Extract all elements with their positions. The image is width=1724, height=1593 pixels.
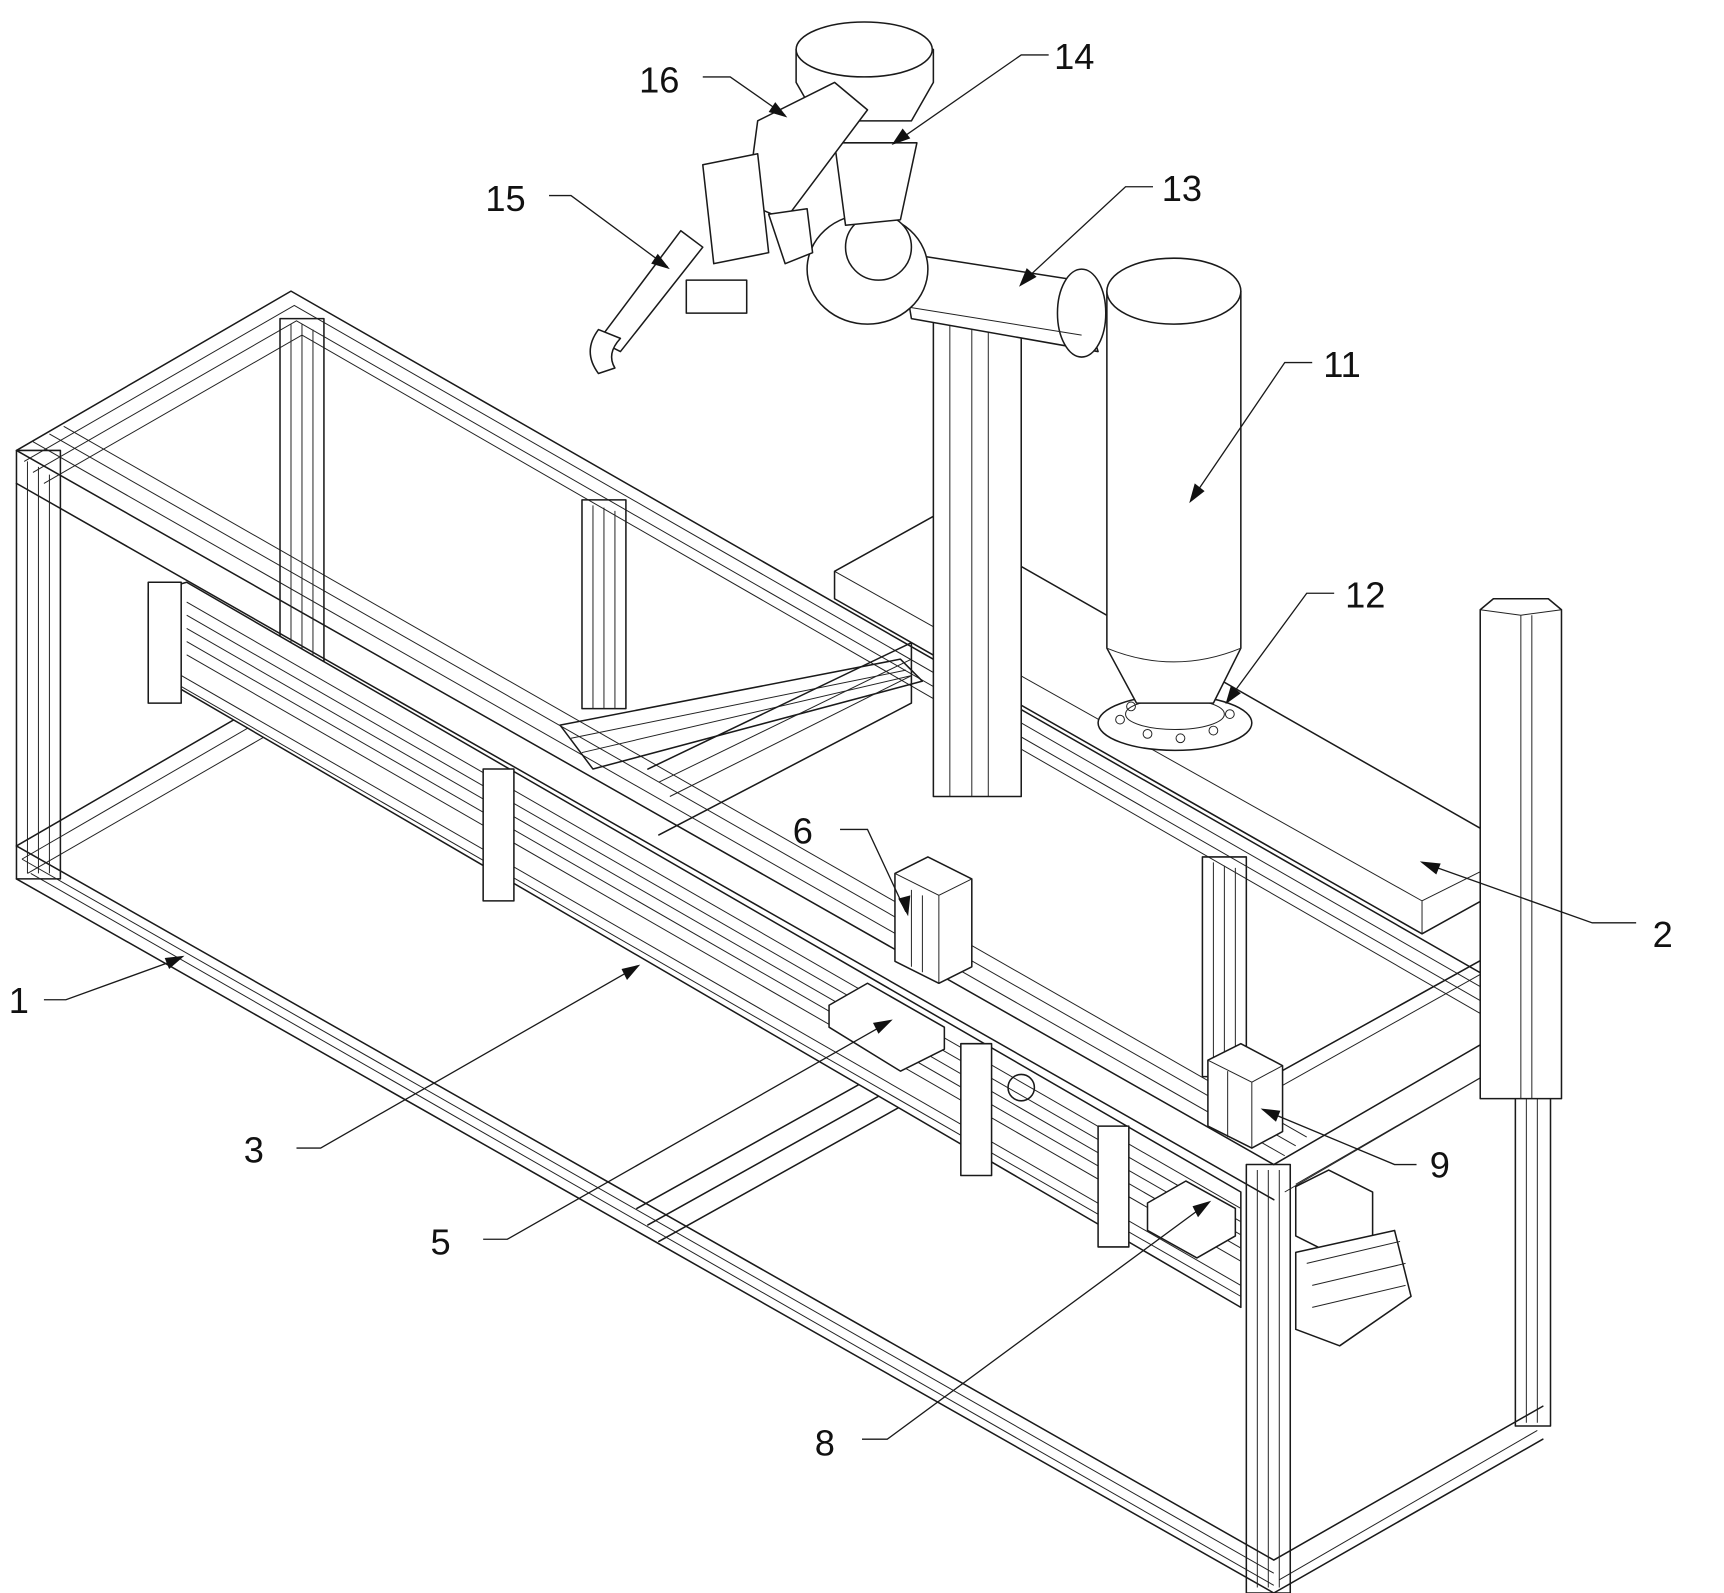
frame xyxy=(15,290,1552,1593)
callouts: 1 2 3 5 6 8 xyxy=(9,36,1673,1463)
callout-label-12: 12 xyxy=(1345,575,1385,616)
callout-label-3: 3 xyxy=(244,1129,264,1170)
frame-bottom-rails xyxy=(15,685,1544,1593)
callout-8: 8 xyxy=(815,1200,1212,1464)
callout-label-13: 13 xyxy=(1162,168,1202,209)
callout-14: 14 xyxy=(891,36,1094,146)
callout-12: 12 xyxy=(1225,575,1385,705)
motor-9 xyxy=(1207,1042,1412,1347)
robot-wrist-joint xyxy=(795,21,934,78)
callout-11: 11 xyxy=(1189,344,1361,504)
robot xyxy=(589,21,1253,752)
carriage-plate-3 xyxy=(1097,1125,1130,1248)
robot-column xyxy=(1106,290,1242,704)
callout-label-14: 14 xyxy=(1054,36,1094,77)
carriage-plate-2 xyxy=(960,1042,993,1177)
callout-label-2: 2 xyxy=(1653,914,1673,955)
callout-9: 9 xyxy=(1260,1108,1450,1186)
callout-label-1: 1 xyxy=(9,980,29,1021)
callout-label-8: 8 xyxy=(815,1423,835,1464)
carriage-plate-1 xyxy=(482,768,515,902)
callout-5: 5 xyxy=(430,1019,893,1263)
callout-label-11: 11 xyxy=(1323,344,1361,385)
callout-3: 3 xyxy=(244,964,641,1170)
callout-label-9: 9 xyxy=(1430,1145,1450,1186)
callout-13: 13 xyxy=(1019,168,1202,287)
callout-label-6: 6 xyxy=(793,811,813,852)
clamp-block-1 xyxy=(828,982,946,1072)
clamp-block-2 xyxy=(1146,1180,1237,1259)
callout-label-15: 15 xyxy=(485,178,525,219)
callout-16: 16 xyxy=(639,59,788,118)
callout-2: 2 xyxy=(1419,861,1673,955)
callout-label-16: 16 xyxy=(639,59,679,100)
callout-6: 6 xyxy=(793,811,911,917)
callout-15: 15 xyxy=(485,178,670,270)
callout-1: 1 xyxy=(9,955,185,1021)
linear-module xyxy=(147,581,1242,1309)
callout-label-5: 5 xyxy=(430,1222,450,1263)
motor-6 xyxy=(894,856,973,985)
welding-torch xyxy=(597,229,704,353)
